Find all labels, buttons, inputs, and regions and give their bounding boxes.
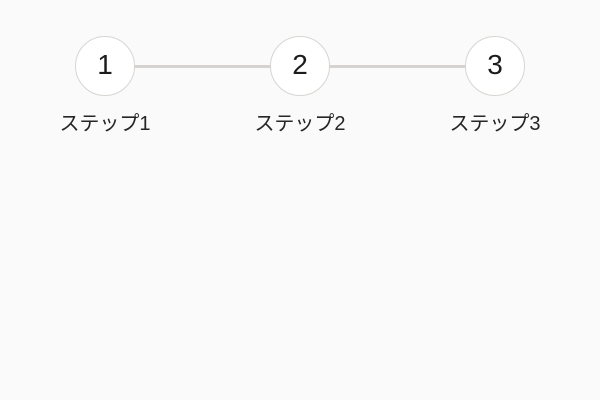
step-circle-1[interactable]: 1 [75,36,135,96]
step-connector-2-3 [329,64,466,68]
step-node-2[interactable]: 2 [270,36,330,96]
step-connector-1-2 [134,64,271,68]
step-label-slot-3: ステップ3 [405,112,585,136]
step-number-3: 3 [487,49,503,80]
step-circle-2[interactable]: 2 [270,36,330,96]
step-label-1: ステップ1 [59,113,151,135]
step-label-slot-2: ステップ2 [210,112,390,136]
stepper-track: 1 2 3 [75,36,525,96]
step-label-2: ステップ2 [254,113,346,135]
step-node-3[interactable]: 3 [465,36,525,96]
step-label-3: ステップ3 [449,113,541,135]
step-circle-3[interactable]: 3 [465,36,525,96]
step-label-slot-1: ステップ1 [15,112,195,136]
step-number-2: 2 [292,49,308,80]
step-indicator: 1 2 3 ステップ1 ステップ2 [59,36,541,146]
step-node-1[interactable]: 1 [75,36,135,96]
step-number-1: 1 [97,49,113,80]
